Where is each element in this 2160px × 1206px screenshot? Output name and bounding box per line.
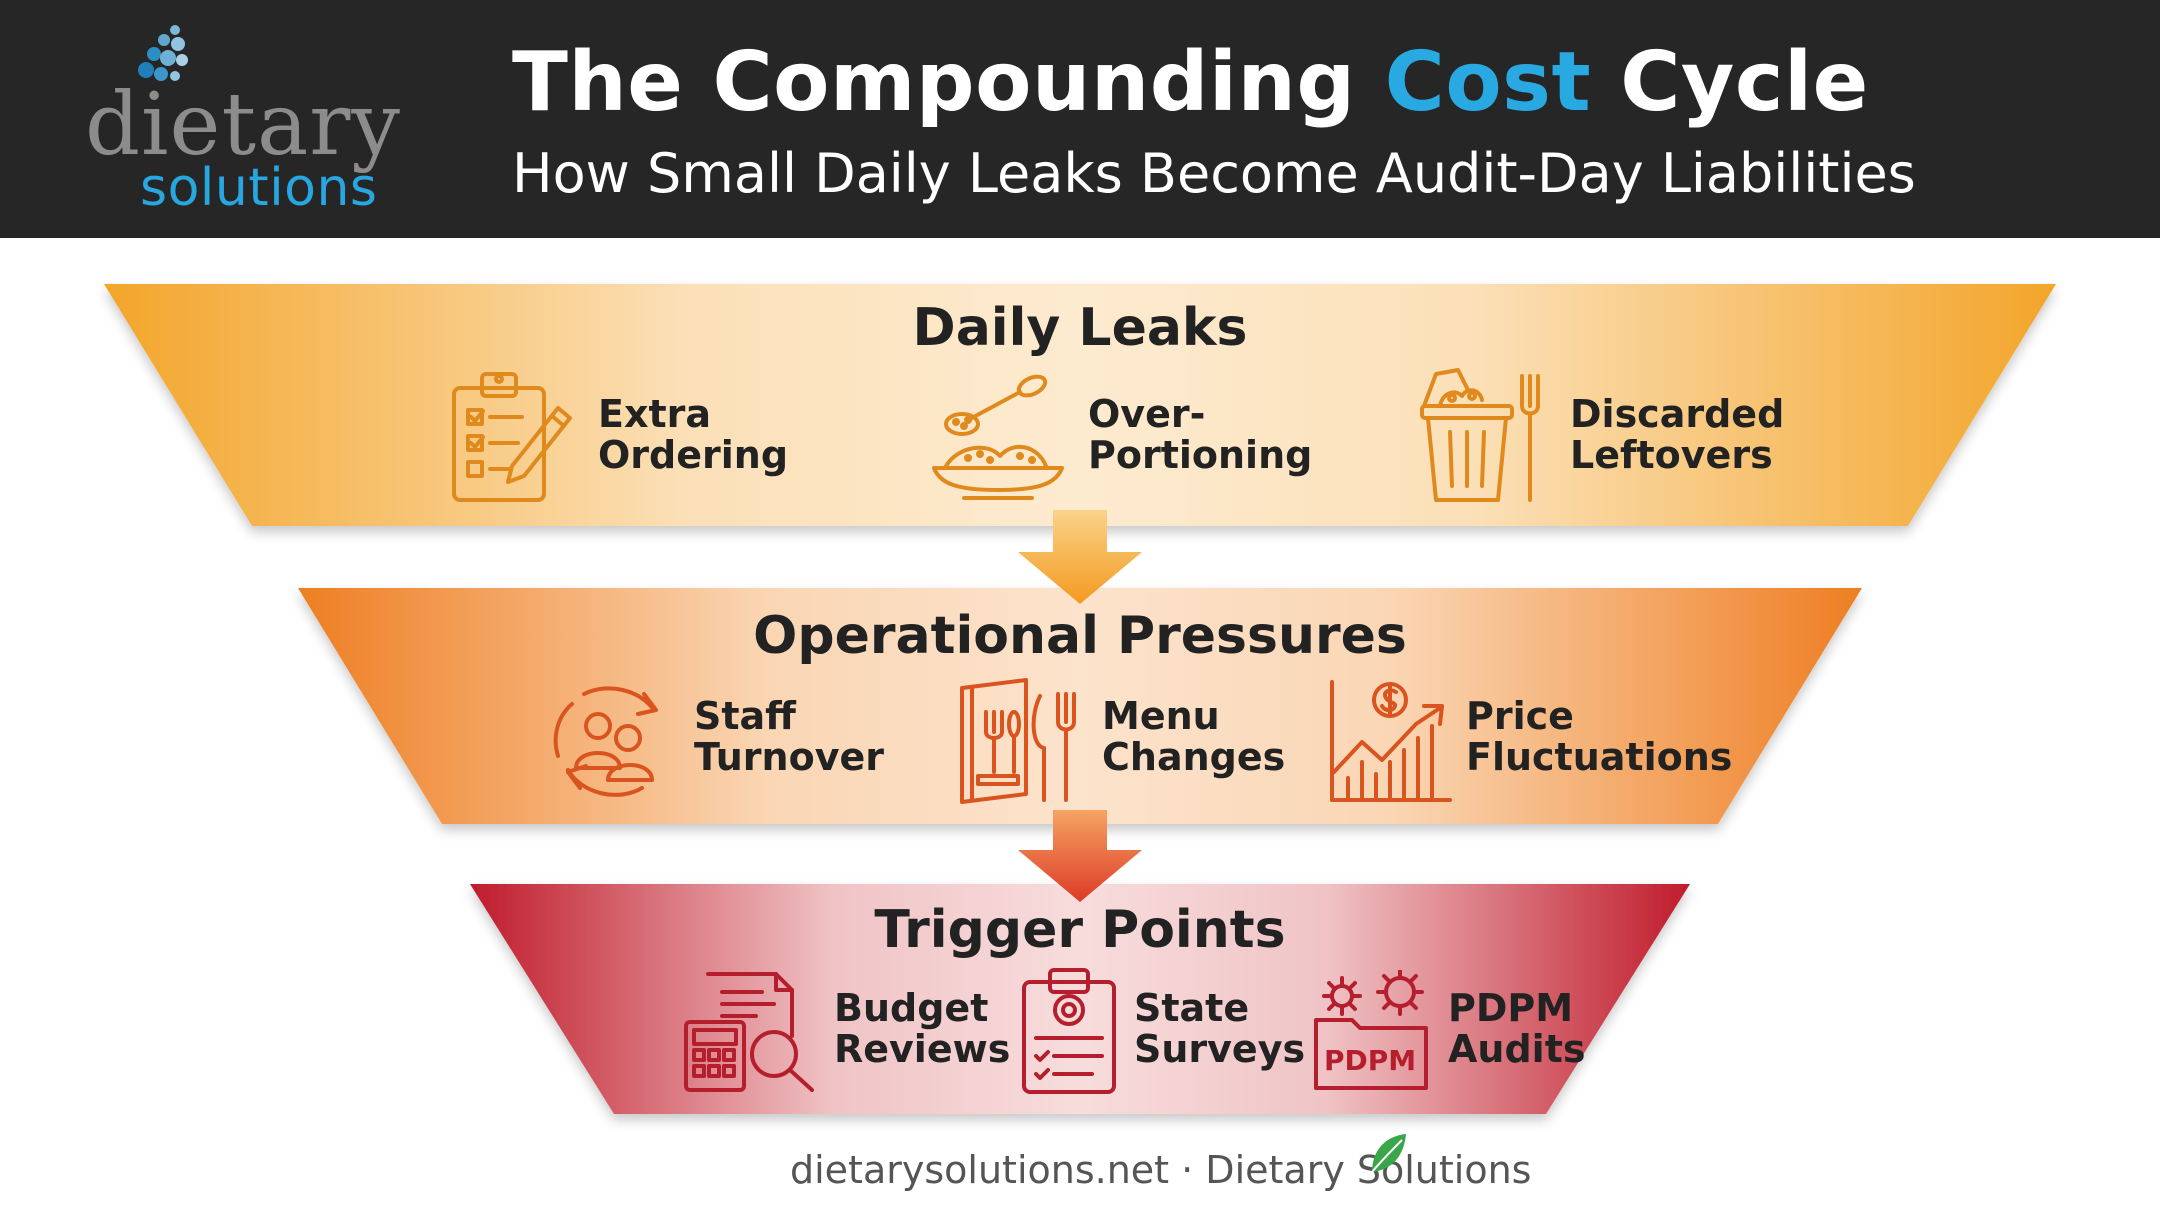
logo-wordmark: dietary [85, 75, 401, 175]
page-title: The Compounding Cost Cycle [512, 35, 1869, 130]
menu-utensils-icon [960, 678, 1076, 804]
item-label: Discarded Leftovers [1570, 392, 1785, 478]
item-over-portioning: Over- Portioning [928, 366, 1312, 506]
title-part-2: Cycle [1591, 35, 1869, 130]
leaf-icon [1371, 1134, 1406, 1173]
tier-1-band [104, 284, 2056, 526]
item-label: Menu Changes [1102, 694, 1286, 780]
dietary-solutions-logo: dietary solutions [80, 22, 440, 222]
pdpm-folder-icon [1314, 970, 1428, 1090]
title-accent-word: Cost [1384, 35, 1592, 130]
item-label: Budget Reviews [834, 986, 1011, 1072]
page-subtitle: How Small Daily Leaks Become Audit-Day L… [512, 142, 1916, 205]
item-label: Staff Turnover [694, 694, 884, 780]
calculator-magnifier-icon [684, 972, 814, 1092]
arrow-down-1-icon [1018, 510, 1142, 604]
item-label: Extra Ordering [598, 392, 789, 478]
header-bar: dietary solutions The Compounding Cost C… [0, 0, 2160, 238]
arrow-down-2-icon [1018, 810, 1142, 902]
item-label: Over- Portioning [1088, 392, 1313, 478]
tier-3-title: Trigger Points [874, 900, 1286, 960]
item-state-surveys: State Surveys [1020, 966, 1320, 1096]
logo-dots-icon [138, 25, 188, 81]
plate-spoon-icon [932, 374, 1064, 500]
survey-clipboard-icon [1022, 968, 1116, 1094]
tier-1-title: Daily Leaks [912, 298, 1248, 358]
item-label: PDPM Audits [1448, 986, 1586, 1072]
title-part-1: The Compounding [512, 35, 1385, 130]
item-menu-changes: Menu Changes [956, 676, 1286, 816]
item-label: Price Fluctuations [1466, 694, 1733, 780]
item-discarded-leftovers: Discarded Leftovers [1418, 366, 1784, 506]
item-label: State Surveys [1134, 986, 1306, 1072]
item-budget-reviews: Budget Reviews [682, 970, 1010, 1094]
logo-subword: solutions [140, 158, 378, 218]
trash-can-fork-icon [1420, 368, 1540, 502]
item-staff-turnover: Staff Turnover [548, 676, 888, 816]
tier-2-band [298, 588, 1862, 824]
item-extra-ordering: Extra Ordering [448, 366, 788, 506]
staff-cycle-icon [553, 686, 658, 797]
price-chart-icon [1330, 680, 1452, 802]
tier-2-title: Operational Pressures [753, 606, 1407, 666]
clipboard-checklist-icon [452, 372, 572, 502]
pdpm-badge: PDPM [1324, 1044, 1417, 1077]
item-price-fluctuations: Price Fluctuations [1328, 676, 1732, 816]
footer-credit: dietarysolutions.net · Dietary Solutions [790, 1148, 1532, 1192]
item-pdpm-audits: PDPM PDPM Audits [1312, 970, 1612, 1094]
